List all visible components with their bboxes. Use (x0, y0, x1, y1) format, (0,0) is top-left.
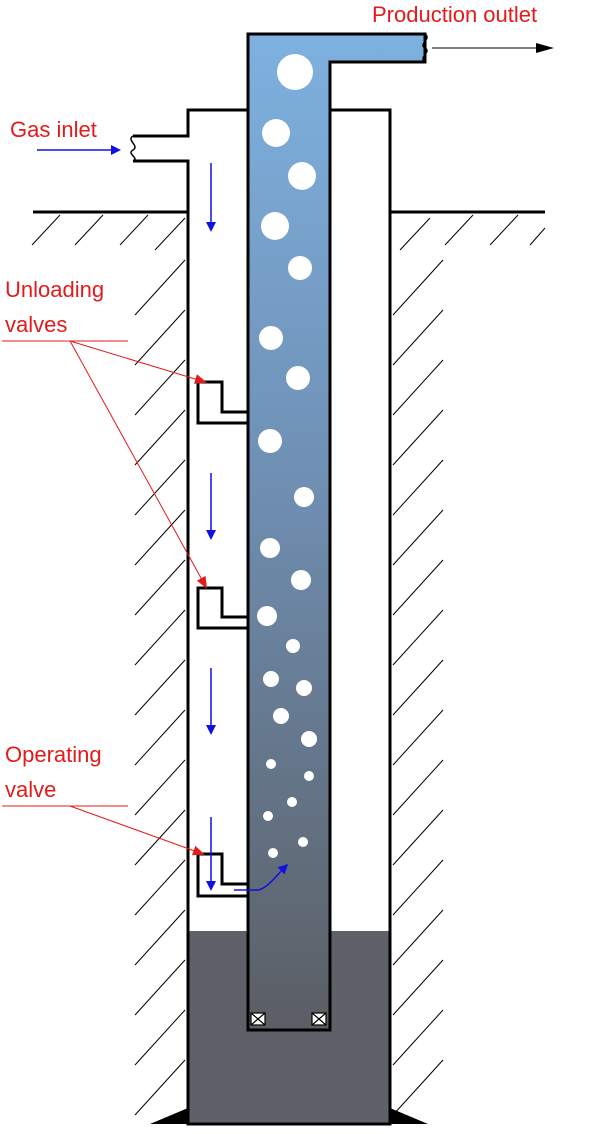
gas-bubbles (257, 54, 317, 858)
tubing-seals (250, 1012, 327, 1026)
production-outlet-break (422, 33, 428, 63)
operating-valve-label-line2: valve (5, 777, 56, 802)
gas-flow-arrows (37, 145, 289, 891)
casing-foot (150, 1108, 428, 1124)
gas-inlet-break (130, 135, 136, 162)
formation-hatching-left (31, 214, 186, 1116)
unloading-valves-label-line2: valves (5, 312, 67, 337)
production-outlet-label: Production outlet (372, 2, 537, 27)
casing (133, 108, 392, 1126)
unloading-valve-1 (196, 380, 250, 425)
gas-inlet-label: Gas inlet (10, 117, 97, 142)
label-leaders (2, 340, 207, 856)
operating-valve-label-line1: Operating (5, 742, 102, 767)
production-tubing (246, 32, 427, 1032)
unloading-valve-2 (196, 586, 250, 630)
unloading-valves-label-line1: Unloading (5, 277, 104, 302)
formation-hatching-right (392, 214, 546, 1116)
